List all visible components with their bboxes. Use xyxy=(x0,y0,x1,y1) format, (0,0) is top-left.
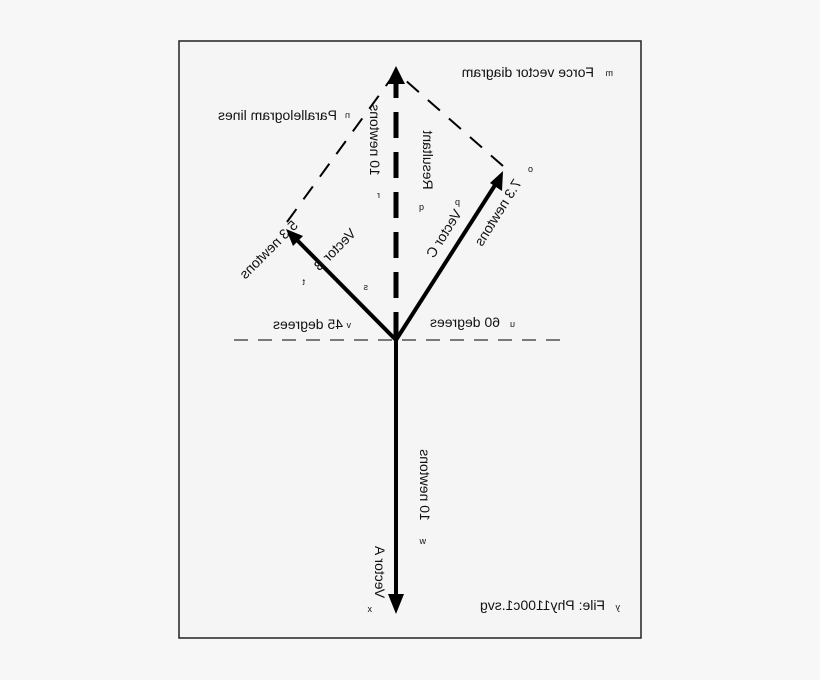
vector-c-arrowhead xyxy=(490,171,503,191)
resultant-arrowhead xyxy=(387,66,405,84)
parallelogram-line-b xyxy=(286,71,397,223)
file-label: File: Phy1100c1.svg xyxy=(480,597,605,613)
vector-c xyxy=(394,180,499,342)
resultant-letter: q xyxy=(419,202,424,212)
vector-c-angle-letter: u xyxy=(510,319,515,329)
diagram-title: Force vector diagram xyxy=(462,64,594,80)
parallelogram-line-c xyxy=(395,71,504,167)
vector-a-label: Vector A xyxy=(372,545,388,598)
parallelogram-label: Parallelogram lines xyxy=(218,107,337,123)
vector-b-angle: 45 degrees xyxy=(273,316,343,332)
title-letter: m xyxy=(606,68,614,78)
vector-a-letter: x xyxy=(367,604,372,614)
vector-b-magnitude-letter: t xyxy=(302,277,305,287)
vector-c-angle: 60 degrees xyxy=(430,314,500,330)
resultant-magnitude: 10 newtons xyxy=(367,104,383,176)
vector-c-letter: p xyxy=(455,197,460,207)
resultant-magnitude-letter: r xyxy=(377,190,380,200)
file-letter: y xyxy=(615,602,620,612)
vector-b-letter: s xyxy=(363,282,368,292)
vector-a-magnitude: 10 newtons xyxy=(417,449,433,521)
parallelogram-letter: n xyxy=(345,110,350,120)
vector-b xyxy=(293,236,398,342)
resultant-label: Resultant xyxy=(420,130,436,189)
vector-b-angle-letter: v xyxy=(346,320,351,330)
vector-b-arrowhead xyxy=(286,229,303,246)
vector-a-magnitude-letter: w xyxy=(419,536,427,546)
vector-a-arrowhead xyxy=(388,594,404,614)
vector-c-magnitude-letter: o xyxy=(528,164,533,174)
